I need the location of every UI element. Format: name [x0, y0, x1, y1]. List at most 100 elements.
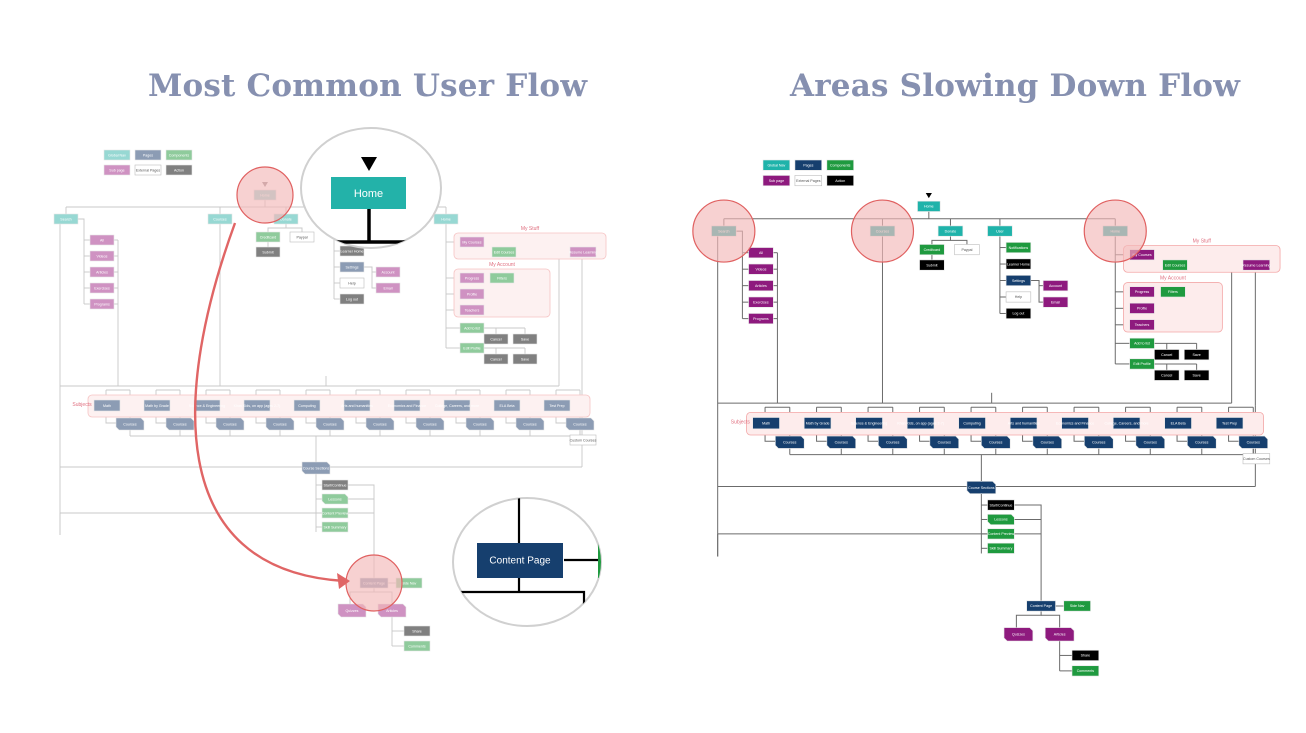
- node-exercises[interactable]: Exercises: [89, 282, 115, 294]
- node-creditcard[interactable]: Creditcard: [255, 231, 281, 243]
- node-save[interactable]: Save: [1183, 369, 1210, 381]
- node-economics-and-finance[interactable]: Economics and Finance: [1056, 417, 1094, 430]
- node-pages[interactable]: Pages: [134, 149, 162, 161]
- node-filters[interactable]: Filters: [1160, 286, 1186, 298]
- node-creditcard[interactable]: Creditcard: [919, 244, 945, 256]
- node-courses[interactable]: Courses: [1187, 435, 1217, 449]
- node-resume-learning[interactable]: Resume Learning: [569, 246, 597, 258]
- node-articles[interactable]: Articles: [89, 266, 115, 278]
- node-courses[interactable]: Courses: [929, 435, 959, 449]
- node-content-page[interactable]: Content Page: [1026, 600, 1056, 612]
- node-courses[interactable]: Courses: [165, 417, 195, 431]
- node-all[interactable]: All: [89, 234, 115, 246]
- node-courses[interactable]: Courses: [1238, 435, 1268, 449]
- node-programs[interactable]: Programs: [748, 313, 774, 325]
- node-donate[interactable]: Donate: [937, 225, 964, 237]
- node-teachers[interactable]: Teachers: [1129, 319, 1155, 331]
- node-math-by-grade[interactable]: Math by Grade: [803, 417, 832, 430]
- node-college-careers-and-more[interactable]: College, Careers, and more: [435, 399, 479, 412]
- node-help[interactable]: Help: [1005, 291, 1032, 303]
- node-courses[interactable]: Courses: [115, 417, 145, 431]
- node-profile[interactable]: Profile: [1129, 302, 1155, 314]
- node-add-to-list[interactable]: Add to list: [1129, 337, 1155, 349]
- node-exercises[interactable]: Exercises: [748, 296, 774, 308]
- node-articles[interactable]: Articles: [748, 280, 774, 292]
- node-all[interactable]: All: [748, 247, 774, 259]
- node-cancel[interactable]: Cancel: [1154, 349, 1180, 361]
- node-skill-summary[interactable]: Skill Summary: [987, 542, 1015, 554]
- node-email[interactable]: Email: [375, 282, 401, 294]
- node-math[interactable]: Math: [752, 417, 780, 430]
- node-quizzes[interactable]: Quizzes: [1003, 627, 1034, 642]
- node-courses[interactable]: Courses: [265, 417, 295, 431]
- node-college-careers-and-more[interactable]: College, Careers, and more: [1105, 417, 1149, 430]
- node-paypal[interactable]: Paypal: [954, 244, 980, 256]
- node-articles[interactable]: Articles: [1044, 627, 1075, 642]
- node-test-prep[interactable]: Test Prep: [543, 399, 571, 412]
- node-comments[interactable]: Comments: [1071, 665, 1100, 677]
- node-videos[interactable]: Videos: [89, 250, 115, 262]
- node-courses[interactable]: Courses: [515, 417, 545, 431]
- node-science-engineering[interactable]: Science & Engineering: [851, 417, 887, 430]
- node-submit[interactable]: Submit: [255, 246, 281, 258]
- node-sub-page[interactable]: Sub page: [762, 175, 791, 187]
- node-edit-courses[interactable]: Edit Courses: [491, 246, 517, 258]
- node-search[interactable]: Search: [53, 213, 79, 225]
- node-ela-beta[interactable]: ELA Beta: [493, 399, 521, 412]
- node-computing[interactable]: Computing: [293, 399, 321, 412]
- node-khan-kids-on-app-ages-2-7[interactable]: Khan Kids, on app (ages 2-7): [234, 399, 281, 412]
- node-global-nav[interactable]: Global Nav: [103, 149, 131, 161]
- node-edit-courses[interactable]: Edit Courses: [1162, 259, 1188, 271]
- node-custom-courses[interactable]: Custom Courses: [1242, 453, 1271, 465]
- node-courses[interactable]: Courses: [981, 435, 1011, 449]
- node-science-engineering[interactable]: Science & Engineering: [189, 399, 225, 412]
- node-account[interactable]: Account: [375, 266, 401, 278]
- node-settings[interactable]: Settings: [1005, 275, 1032, 286]
- node-email[interactable]: Email: [1042, 296, 1069, 308]
- node-progress[interactable]: Progress: [459, 272, 485, 284]
- node-courses[interactable]: Courses: [315, 417, 345, 431]
- node-arts-and-humanities[interactable]: Arts and humanities: [341, 399, 373, 412]
- node-components[interactable]: Components: [826, 159, 854, 171]
- node-home[interactable]: Home: [917, 200, 941, 212]
- node-save[interactable]: Save: [512, 333, 538, 345]
- node-content-preview[interactable]: Content Preview: [987, 528, 1015, 540]
- node-sub-page[interactable]: Sub page: [103, 164, 131, 176]
- node-global-nav[interactable]: Global Nav: [762, 159, 791, 171]
- node-math[interactable]: Math: [93, 399, 121, 412]
- node-edit-profile[interactable]: Edit Profile: [1129, 358, 1155, 370]
- node-user[interactable]: User: [987, 225, 1013, 237]
- node-cancel[interactable]: Cancel: [483, 333, 509, 345]
- node-courses[interactable]: Courses: [465, 417, 495, 431]
- node-lessons[interactable]: Lessons: [987, 514, 1015, 525]
- node-courses[interactable]: Courses: [1084, 435, 1114, 449]
- node-course-sections[interactable]: Course Sections: [966, 481, 997, 495]
- node-start-continue[interactable]: Start/Continue: [321, 479, 349, 491]
- node-share[interactable]: Share: [403, 625, 431, 637]
- node-courses[interactable]: Courses: [1135, 435, 1165, 449]
- node-components[interactable]: Components: [165, 149, 193, 161]
- node-teachers[interactable]: Teachers: [459, 304, 485, 316]
- node-learner-home[interactable]: Learner Home: [1005, 258, 1032, 270]
- node-log-out[interactable]: Log out: [339, 293, 365, 305]
- node-external-pages[interactable]: External Pages: [794, 175, 823, 187]
- node-courses[interactable]: Courses: [215, 417, 245, 431]
- node-pages[interactable]: Pages: [794, 159, 823, 171]
- node-submit[interactable]: Submit: [919, 259, 945, 271]
- node-custom-courses[interactable]: Custom Courses: [570, 434, 597, 446]
- node-courses[interactable]: Courses: [826, 435, 856, 449]
- node-courses[interactable]: Courses: [207, 213, 233, 225]
- node-programs[interactable]: Programs: [89, 298, 115, 310]
- node-math-by-grade[interactable]: Math by Grade: [143, 399, 171, 412]
- node-content-preview[interactable]: Content Preview: [321, 507, 349, 519]
- node-account[interactable]: Account: [1042, 280, 1069, 292]
- node-courses[interactable]: Courses: [415, 417, 445, 431]
- node-courses[interactable]: Courses: [1032, 435, 1062, 449]
- node-resume-learning[interactable]: Resume Learning: [1242, 259, 1271, 271]
- node-courses[interactable]: Courses: [775, 435, 805, 449]
- node-share[interactable]: Share: [1071, 649, 1100, 661]
- node-start-continue[interactable]: Start/Continue: [987, 499, 1015, 511]
- node-cancel[interactable]: Cancel: [483, 353, 509, 365]
- node-economics-and-finance[interactable]: Economics and Finance: [388, 399, 426, 412]
- node-log-out[interactable]: Log out: [1005, 308, 1032, 319]
